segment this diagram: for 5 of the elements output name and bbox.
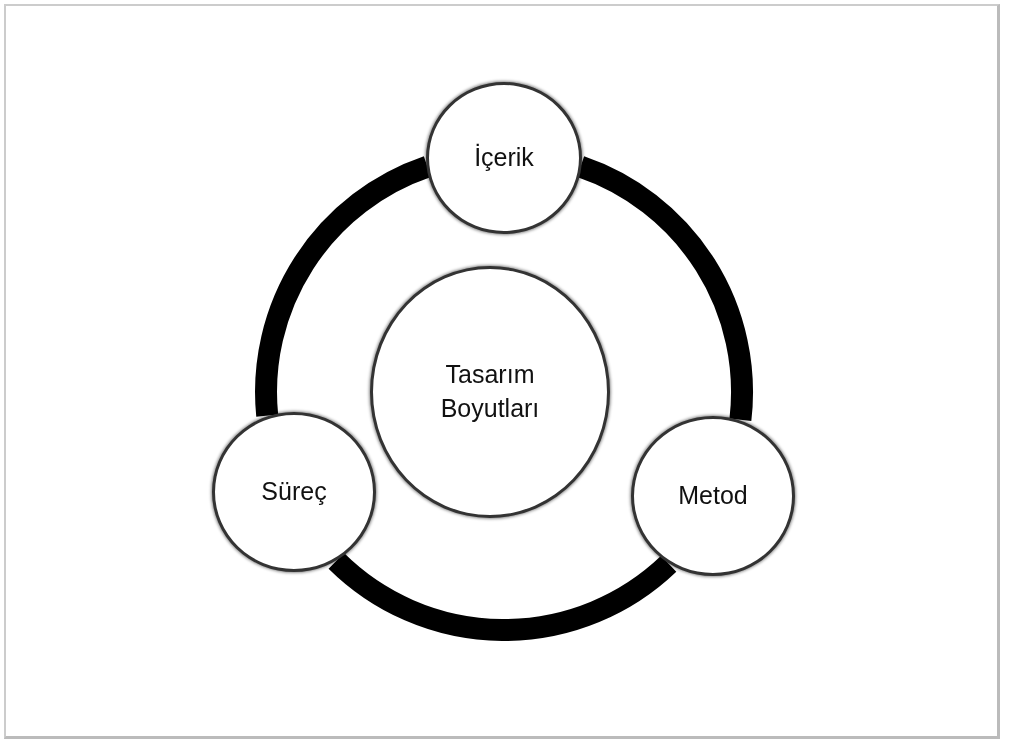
node-label: Metod [678, 480, 748, 512]
node-label: Tasarım Boyutları [439, 359, 541, 424]
node-label: Süreç [261, 476, 327, 508]
node-label: İçerik [474, 142, 534, 174]
ring-arc [329, 552, 676, 641]
